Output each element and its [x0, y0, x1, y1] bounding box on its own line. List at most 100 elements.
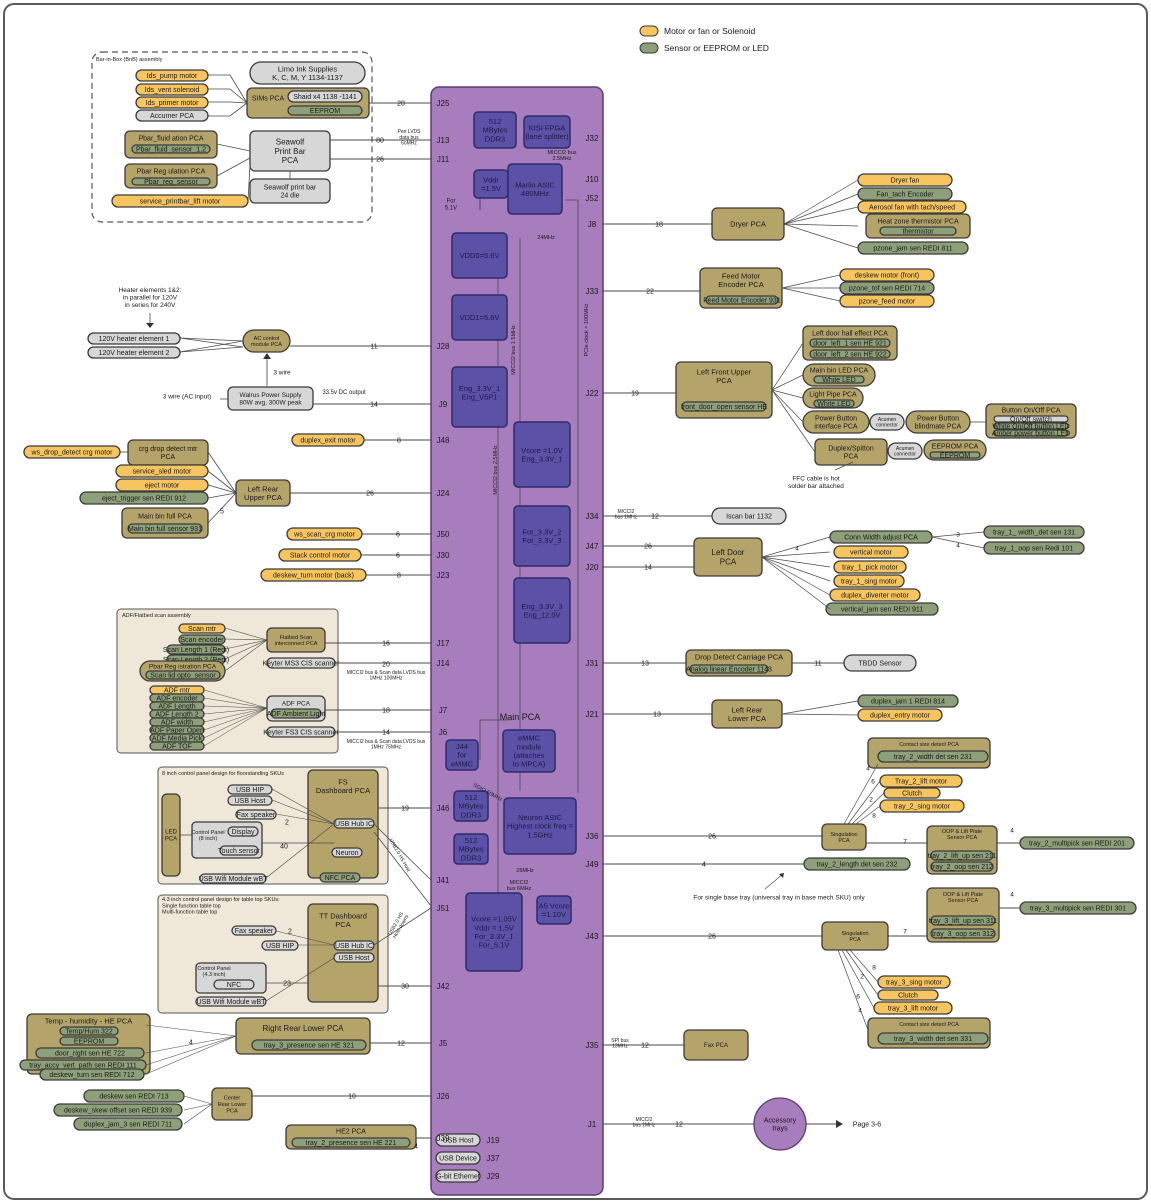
- bnb-title: Bar-in-Box (BnB) assembly: [96, 57, 163, 63]
- wire: [275, 813, 335, 825]
- wire: [834, 461, 854, 471]
- connector-j29: J29: [487, 1172, 500, 1181]
- wire: [208, 102, 248, 117]
- ddr-chip-low: [453, 833, 489, 865]
- vdd0-chip: [451, 232, 508, 279]
- wires-j1: 12: [675, 1121, 683, 1128]
- heater-element-1-label: 120V heater element 1: [99, 336, 170, 343]
- tray3-liftup-sensor: [930, 915, 996, 926]
- t2-n6: 6: [871, 778, 875, 785]
- scan-length1-label: Scan Length 1 (Redi): [163, 647, 229, 654]
- connector-j24: J24: [437, 489, 450, 498]
- fpga-chip-label: KISI FPGA(lane splitter): [525, 123, 569, 141]
- tray3-presence-sensor: [251, 1039, 367, 1051]
- service-lift-motor-label: service_printbar_lift motor: [140, 198, 221, 205]
- wire: [265, 823, 335, 879]
- micci2-vert-note: MICCI2 bus 1.5MHz: [511, 325, 517, 375]
- pbar-reg-pca-label: Pbar Reg ulation PCA: [137, 168, 206, 175]
- single-base-note: For single base tray (universal tray in …: [693, 894, 865, 901]
- duplex-entry-motor-label: duplex_entry motor: [870, 712, 931, 719]
- scan-encoder: [178, 634, 226, 645]
- wire: [931, 531, 985, 538]
- tray2-clutch-label: Clutch: [902, 790, 922, 797]
- wire: [771, 389, 804, 399]
- tray2-oop-sensor-label: tray_2_oop sen 212: [931, 864, 993, 871]
- connector-j28: J28: [437, 342, 450, 351]
- wire: [843, 763, 879, 825]
- legend-motor-swatch: [639, 25, 659, 37]
- wire: [781, 713, 859, 716]
- adf-title: ADF/Flatbed scan assembly: [122, 613, 191, 619]
- tt-title: 4.3 inch control panel design for table …: [162, 897, 280, 916]
- legend-motor-label: Motor or fan or Solenoid: [664, 26, 755, 36]
- wire: [203, 707, 268, 723]
- wire: [771, 374, 804, 391]
- main-bin-full-sensor-label: Main bin full sensor 931: [128, 526, 202, 533]
- for33-chip: [513, 505, 571, 567]
- five-label: 5: [220, 508, 224, 515]
- wires-j21: 13: [653, 711, 661, 718]
- door-right-sensor: [35, 1047, 145, 1059]
- sims-label: SIMs PCA: [252, 95, 285, 102]
- rr-four-label: 4: [189, 1039, 193, 1046]
- usb-hub-fs-label: USB Hub IC: [335, 821, 373, 828]
- scan-motor: [178, 623, 226, 634]
- eject-trigger-sensor-label: eject_trigger sen REDI 912: [102, 495, 186, 502]
- dryer-pca-label: Dryer PCA: [730, 220, 766, 229]
- iscan-bar-label: Iscan bar 1132: [726, 513, 772, 520]
- wire: [183, 1103, 213, 1125]
- connector-j43: J43: [586, 932, 599, 941]
- fax-pca-label: Fax PCA: [704, 1043, 728, 1049]
- wire: [271, 788, 335, 825]
- adf-item-adf-paper-label: ADF Paper Open: [150, 727, 204, 734]
- wire: [849, 949, 879, 983]
- connector-j5: J5: [439, 1039, 448, 1048]
- control-panel-8-label: Control Panel(8 inch): [191, 830, 224, 842]
- dryer-fan-label: Dryer fan: [891, 177, 920, 184]
- heater-element-2-label: 120V heater element 2: [99, 350, 170, 357]
- connector-j48: J48: [437, 436, 450, 445]
- wire: [845, 949, 879, 996]
- usb-host-tt: [333, 952, 375, 963]
- analog-encoder: [689, 664, 769, 674]
- tray-accy-sensor-label: tray_accy_vert_path sen REDI 111: [29, 1062, 137, 1069]
- amber-led-label: Amber power button LED: [992, 430, 1071, 437]
- connector-j39: J39: [437, 1134, 450, 1143]
- fs-title: 8 inch control panel design for floorsta…: [162, 771, 284, 777]
- wires-j31: 13: [641, 660, 649, 667]
- tray2-liftup-sensor-label: tray_2_lift_up sen 211: [928, 853, 996, 860]
- wire: [224, 627, 268, 641]
- wire: [224, 639, 268, 672]
- connector-j33: J33: [586, 287, 599, 296]
- acumen-connector: [869, 413, 905, 431]
- wire: [781, 274, 841, 289]
- usb-host-fs-label: USB Host: [235, 798, 266, 805]
- fs-n40: 40: [280, 843, 288, 850]
- wire: [761, 536, 831, 558]
- eeprom-bnb: [287, 105, 363, 116]
- connector-j51: J51: [437, 904, 450, 913]
- legend-sensor-swatch: [639, 42, 659, 54]
- tray1-pick-motor: [833, 560, 907, 574]
- gbit-port: [435, 1169, 481, 1183]
- tt-n2: 2: [288, 928, 292, 935]
- connector-j1: J1: [588, 1120, 597, 1129]
- feed-encoder-label: Feed Motor Encoder 931: [703, 297, 781, 304]
- iscan-bar: [711, 507, 787, 525]
- marlin-asic: [507, 163, 563, 215]
- display-label: Display: [232, 829, 255, 836]
- vertical-motor-label: vertical motor: [850, 549, 893, 556]
- arrow-icon: [779, 873, 784, 878]
- acumen-connector-2: [887, 442, 923, 460]
- nfc-pca: [319, 872, 361, 883]
- ddr-chip-top: [473, 111, 517, 149]
- wires-j49: 4: [702, 861, 706, 868]
- connector-j25: J25: [437, 99, 450, 108]
- wire: [837, 949, 869, 1031]
- t2-n4b: 4: [1010, 827, 1014, 834]
